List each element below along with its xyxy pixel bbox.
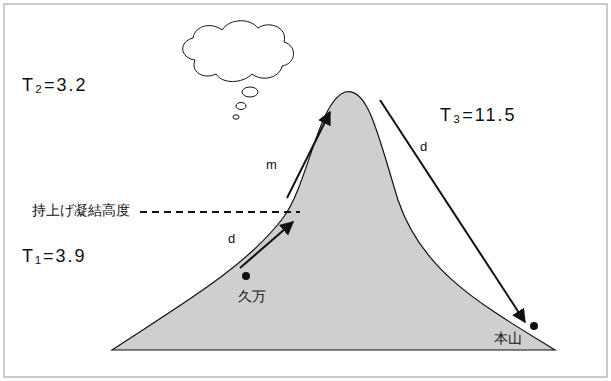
place-label: 本山 [494,331,522,346]
cloud [183,21,294,119]
mountain [112,92,555,350]
condensation-level-line [140,211,300,213]
dry-ascent-arrow [240,222,293,268]
location-dot [242,272,250,280]
location-dot [530,322,538,330]
moist-ascent-arrow [287,112,330,198]
lapse-label: d [228,232,235,246]
temperature-label: T₁=3.9 [22,247,87,267]
dry-descent-arrow [380,100,525,322]
place-label: 久万 [238,289,266,304]
frame [4,4,607,377]
temperature-label: T₂=3.2 [22,76,88,96]
lapse-label: d [420,140,427,154]
level-label: 持上げ凝結高度 [32,203,130,218]
temperature-label: T₃=11.5 [440,106,517,126]
lapse-label: m [266,158,277,172]
